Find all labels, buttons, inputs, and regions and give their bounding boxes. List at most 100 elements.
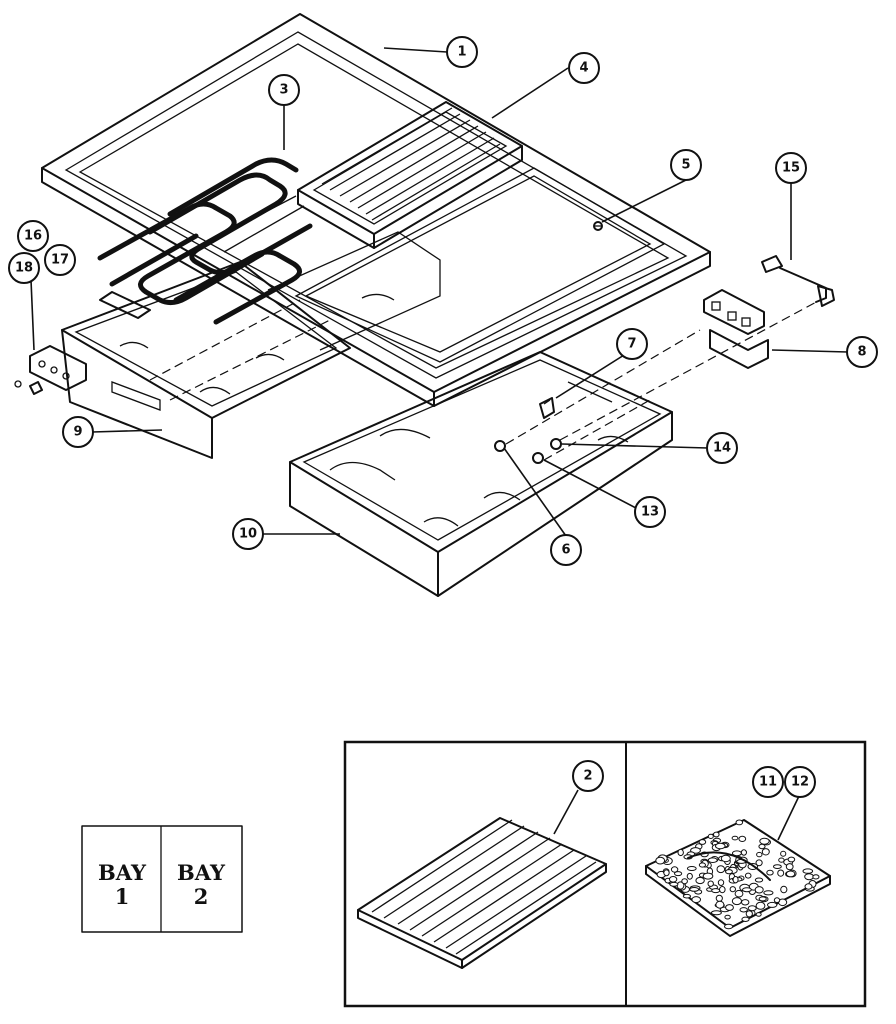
callout-label-3: 3 (279, 83, 288, 98)
lava-rock (724, 914, 731, 920)
lava-rock (804, 873, 814, 881)
callout-1: 1 (446, 36, 478, 68)
lava-rock (754, 886, 764, 894)
callout-label-7: 7 (627, 337, 636, 352)
lava-rock (755, 912, 762, 917)
callout-12: 12 (784, 766, 816, 798)
lava-rock (812, 874, 820, 880)
cooktop-frame (41, 13, 711, 407)
lava-rock (759, 837, 770, 845)
lava-rock (780, 885, 788, 894)
bay-pan-left (61, 261, 351, 459)
lava-rock (747, 905, 757, 912)
lava-rock (787, 856, 796, 863)
lava-rock (742, 887, 752, 893)
bay-2-label: BAY (177, 860, 226, 885)
lava-rock (720, 854, 731, 863)
lava-rock (741, 916, 750, 922)
lava-rock (732, 876, 739, 884)
callout-label-12: 12 (791, 775, 809, 790)
assembly-lines (149, 299, 821, 461)
bay-1-number: 1 (115, 884, 130, 909)
lava-rock (716, 865, 726, 874)
bay-pan-right (289, 351, 673, 597)
callout-label-17: 17 (51, 253, 69, 268)
lava-rock (702, 872, 714, 880)
callout-label-9: 9 (73, 425, 82, 440)
callout-label-13: 13 (641, 505, 659, 520)
callout-5: 5 (670, 149, 702, 181)
lava-rock (755, 859, 763, 867)
lava-rock (729, 886, 736, 893)
callout-10: 10 (232, 518, 264, 550)
lava-rock (689, 887, 700, 892)
callout-13: 13 (634, 496, 666, 528)
bay-1-label: BAY (98, 860, 147, 885)
callout-label-1: 1 (457, 45, 466, 60)
lava-rock (741, 899, 750, 906)
lava-rock (763, 890, 774, 896)
leader-lines (30, 47, 849, 841)
lava-rock (758, 896, 767, 902)
screw-5 (593, 221, 603, 231)
lava-rock (731, 850, 742, 857)
lava-rock (734, 889, 744, 898)
switch-assembly-8 (703, 289, 769, 369)
lava-rock (773, 897, 781, 904)
lava-rock (670, 866, 679, 873)
lava-rock (767, 901, 778, 908)
lava-rock (655, 856, 666, 865)
lava-rock (725, 869, 733, 875)
lava-rock (785, 870, 796, 878)
lava-rock (777, 869, 785, 877)
lava-rock (755, 901, 766, 910)
callout-label-2: 2 (583, 769, 592, 784)
lava-rock (711, 888, 721, 894)
callout-label-10: 10 (239, 527, 257, 542)
lava-rock (707, 833, 714, 840)
callout-17: 17 (44, 244, 76, 276)
lava-rock (739, 907, 748, 913)
lava-rock (761, 848, 770, 856)
lava-rock (715, 842, 726, 850)
lava-rock (754, 877, 764, 883)
lava-rock (745, 910, 753, 918)
callout-label-16: 16 (24, 229, 42, 244)
callout-15: 15 (775, 152, 807, 184)
lava-rock (668, 876, 678, 883)
callout-label-4: 4 (579, 61, 588, 76)
terminal-block-18 (29, 345, 87, 391)
lava-rock (707, 857, 718, 864)
bay-legend: BAY 1 BAY 2 (81, 825, 243, 933)
clip-15 (761, 255, 835, 307)
callout-18: 18 (8, 252, 40, 284)
callout-label-5: 5 (681, 158, 690, 173)
lava-rock (713, 831, 720, 838)
lava-rock (738, 835, 747, 843)
lava-rock (780, 850, 787, 857)
lava-rock (802, 868, 814, 874)
lava-rock (663, 869, 670, 877)
lava-rock (804, 883, 813, 890)
callout-label-18: 18 (15, 261, 33, 276)
nut-14 (550, 438, 562, 450)
lava-rock (731, 897, 743, 906)
lava-rock (773, 864, 782, 869)
lava-rock (681, 878, 688, 885)
lava-rock (674, 871, 683, 877)
callout-label-11: 11 (759, 775, 777, 790)
lava-rock (724, 923, 734, 930)
lava-rock (686, 866, 697, 871)
callout-7: 7 (616, 328, 648, 360)
bracket-7 (539, 397, 555, 419)
lava-rock (686, 872, 693, 880)
small-parts-16-17 (14, 380, 43, 395)
lava-rock (758, 843, 766, 850)
nut-13 (532, 452, 544, 464)
callout-8: 8 (846, 336, 878, 368)
accessory-panel (343, 740, 867, 1008)
lava-rock (710, 910, 722, 916)
callout-14: 14 (706, 432, 738, 464)
lava-rock (698, 839, 707, 845)
